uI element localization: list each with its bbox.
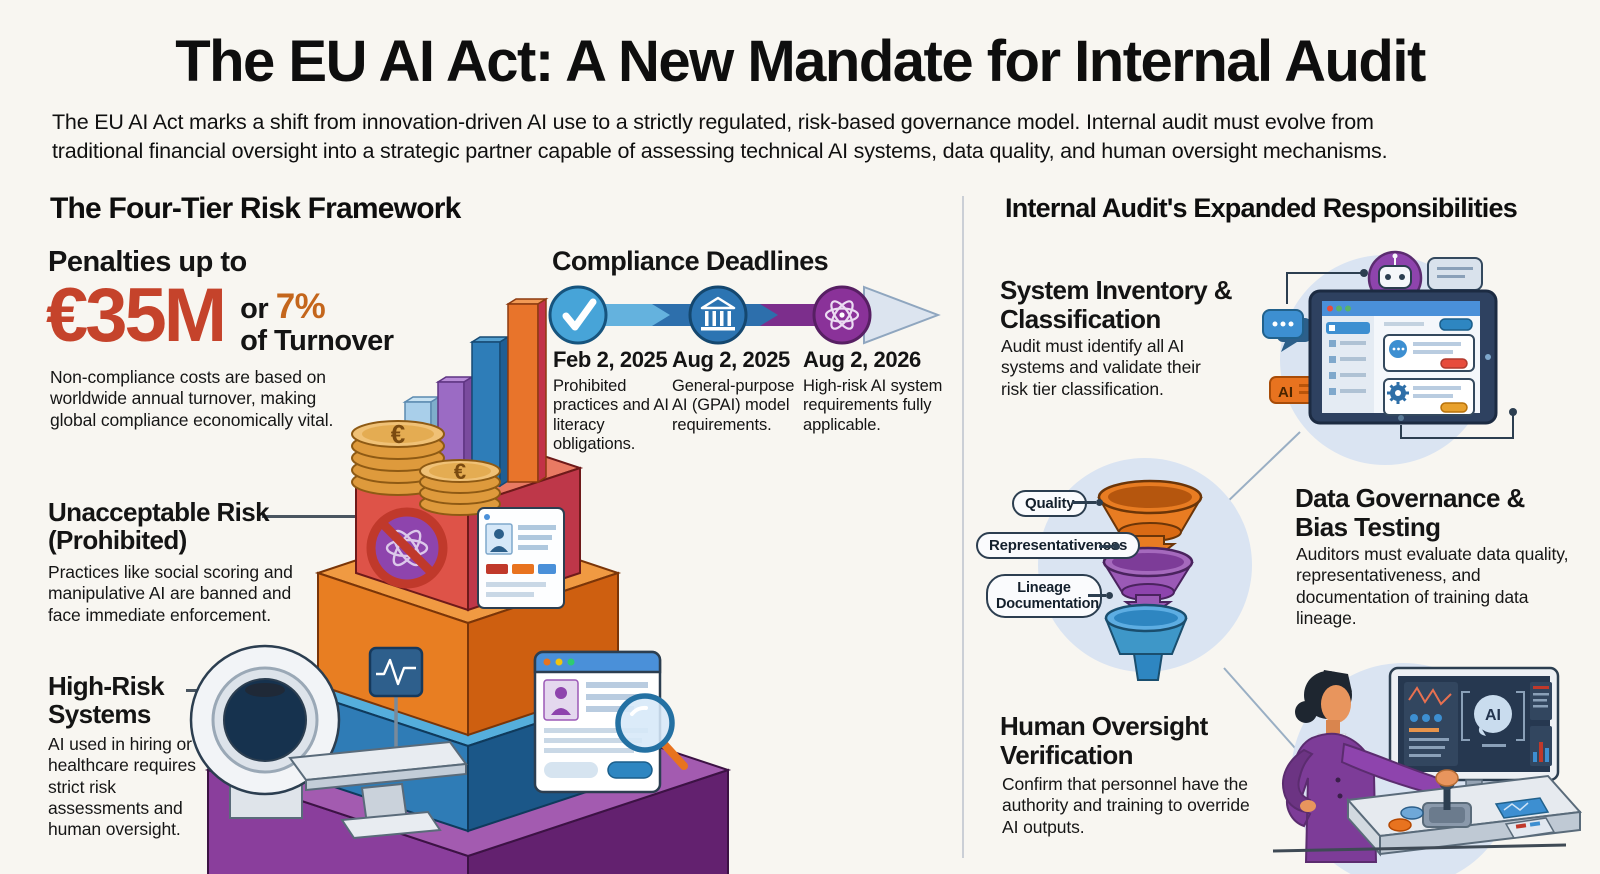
unacceptable-risk-connector-line [262,515,442,518]
timeline-arrow-graphic [548,285,941,345]
auditor-person [1282,670,1448,863]
funnel-label-lineage-line [1088,591,1113,598]
page-title: The EU AI Act: A New Mandate for Interna… [175,29,1426,94]
milestone-2: Aug 2, 2025 General-purpose AI (GPAI) mo… [672,347,800,435]
funnel-label-representativeness-line [1099,542,1120,549]
connector-bottom-line [1400,408,1517,439]
funnel-label-quality-line [1072,498,1103,505]
bank-icon [688,285,748,345]
penalty-row: €35M or 7% of Turnover [46,273,394,358]
ai-monitor-icon: AI [1388,666,1560,793]
id-card-icon [477,507,565,609]
responsibilities-heading: Internal Audit's Expanded Responsibiliti… [1005,193,1518,223]
funnel-stage-lineage [1104,603,1188,681]
tablet-dashboard-icon [1308,289,1498,425]
mri-machine-icon [189,644,468,840]
connector-elbow-line [1286,269,1368,304]
milestone-3-date: Aug 2, 2026 [803,347,921,372]
human-oversight-desc: Confirm that personnel have the authorit… [1002,774,1250,837]
penalty-lead: Penalties up to [48,246,247,278]
check-icon [548,285,608,345]
document-magnifier-icon [533,650,688,794]
funnel-label-lineage: Lineage Documentation [986,574,1102,619]
system-inventory-title: System Inventory & Classification [1000,275,1233,334]
subtitle-line-1: The EU AI Act marks a shift from innovat… [52,110,1374,134]
framework-heading: The Four-Tier Risk Framework [50,192,461,225]
milestone-1-desc: Prohibited practices and AI literacy obl… [553,377,669,454]
column-divider [962,196,964,858]
penalty-conjunction: or [240,293,269,325]
penalty-note: Non-compliance costs are based on worldw… [50,367,334,430]
system-inventory-illustration: AI [1262,250,1517,465]
chat-bubbles-icon [1262,309,1311,352]
penalty-or-line: or 7% [240,287,393,327]
heartbeat-monitor-icon [368,646,424,755]
human-oversight-illustration: AI [1272,663,1583,874]
unacceptable-risk-title: Unacceptable Risk (Prohibited) [48,497,270,555]
milestone-2-date: Aug 2, 2025 [672,347,790,372]
deadlines-heading: Compliance Deadlines [552,246,829,276]
monitor-ai-label: AI [1485,707,1501,724]
svg-text:€: € [391,419,405,449]
data-funnel-illustration [1038,458,1252,681]
control-console-icon [1272,769,1583,857]
human-oversight-title: Human Oversight Verification [1000,711,1208,770]
milestone-1: Feb 2, 2025 Prohibited practices and AI … [553,347,671,455]
milestone-3-desc: High-risk AI system requirements fully a… [803,377,943,434]
milestone-3: Aug 2, 2026 High-risk AI system requirem… [803,347,943,435]
atom-icon [812,285,872,345]
svg-text:€: € [454,459,466,484]
ai-tag-label: AI [1278,384,1293,401]
prohibited-ai-icon [366,507,448,589]
euro-coins-icon: € € [351,419,501,516]
funnel-label-quality: Quality [1012,490,1088,517]
high-risk-desc: AI used in hiring or healthcare requires… [48,734,196,840]
penalty-turnover: of Turnover [240,325,394,357]
penalty-side: or 7% of Turnover [240,280,394,358]
milestone-2-desc: General-purpose AI (GPAI) model requirem… [672,377,795,434]
penalty-amount: €35M [46,273,227,358]
unacceptable-risk-desc: Practices like social scoring and manipu… [48,562,293,625]
milestone-1-date: Feb 2, 2025 [553,347,668,372]
penalty-percent: 7% [275,287,326,326]
timeline-arrowhead [863,285,941,345]
data-governance-desc: Auditors must evaluate data quality, rep… [1296,544,1569,629]
system-inventory-desc: Audit must identify all AI systems and v… [1001,336,1201,399]
data-governance-title: Data Governance & Bias Testing [1295,483,1525,542]
subtitle-line-2: traditional financial oversight into a s… [52,139,1388,163]
high-risk-title: High-Risk Systems [48,671,165,729]
risk-pyramid-illustration: € € [189,297,732,874]
